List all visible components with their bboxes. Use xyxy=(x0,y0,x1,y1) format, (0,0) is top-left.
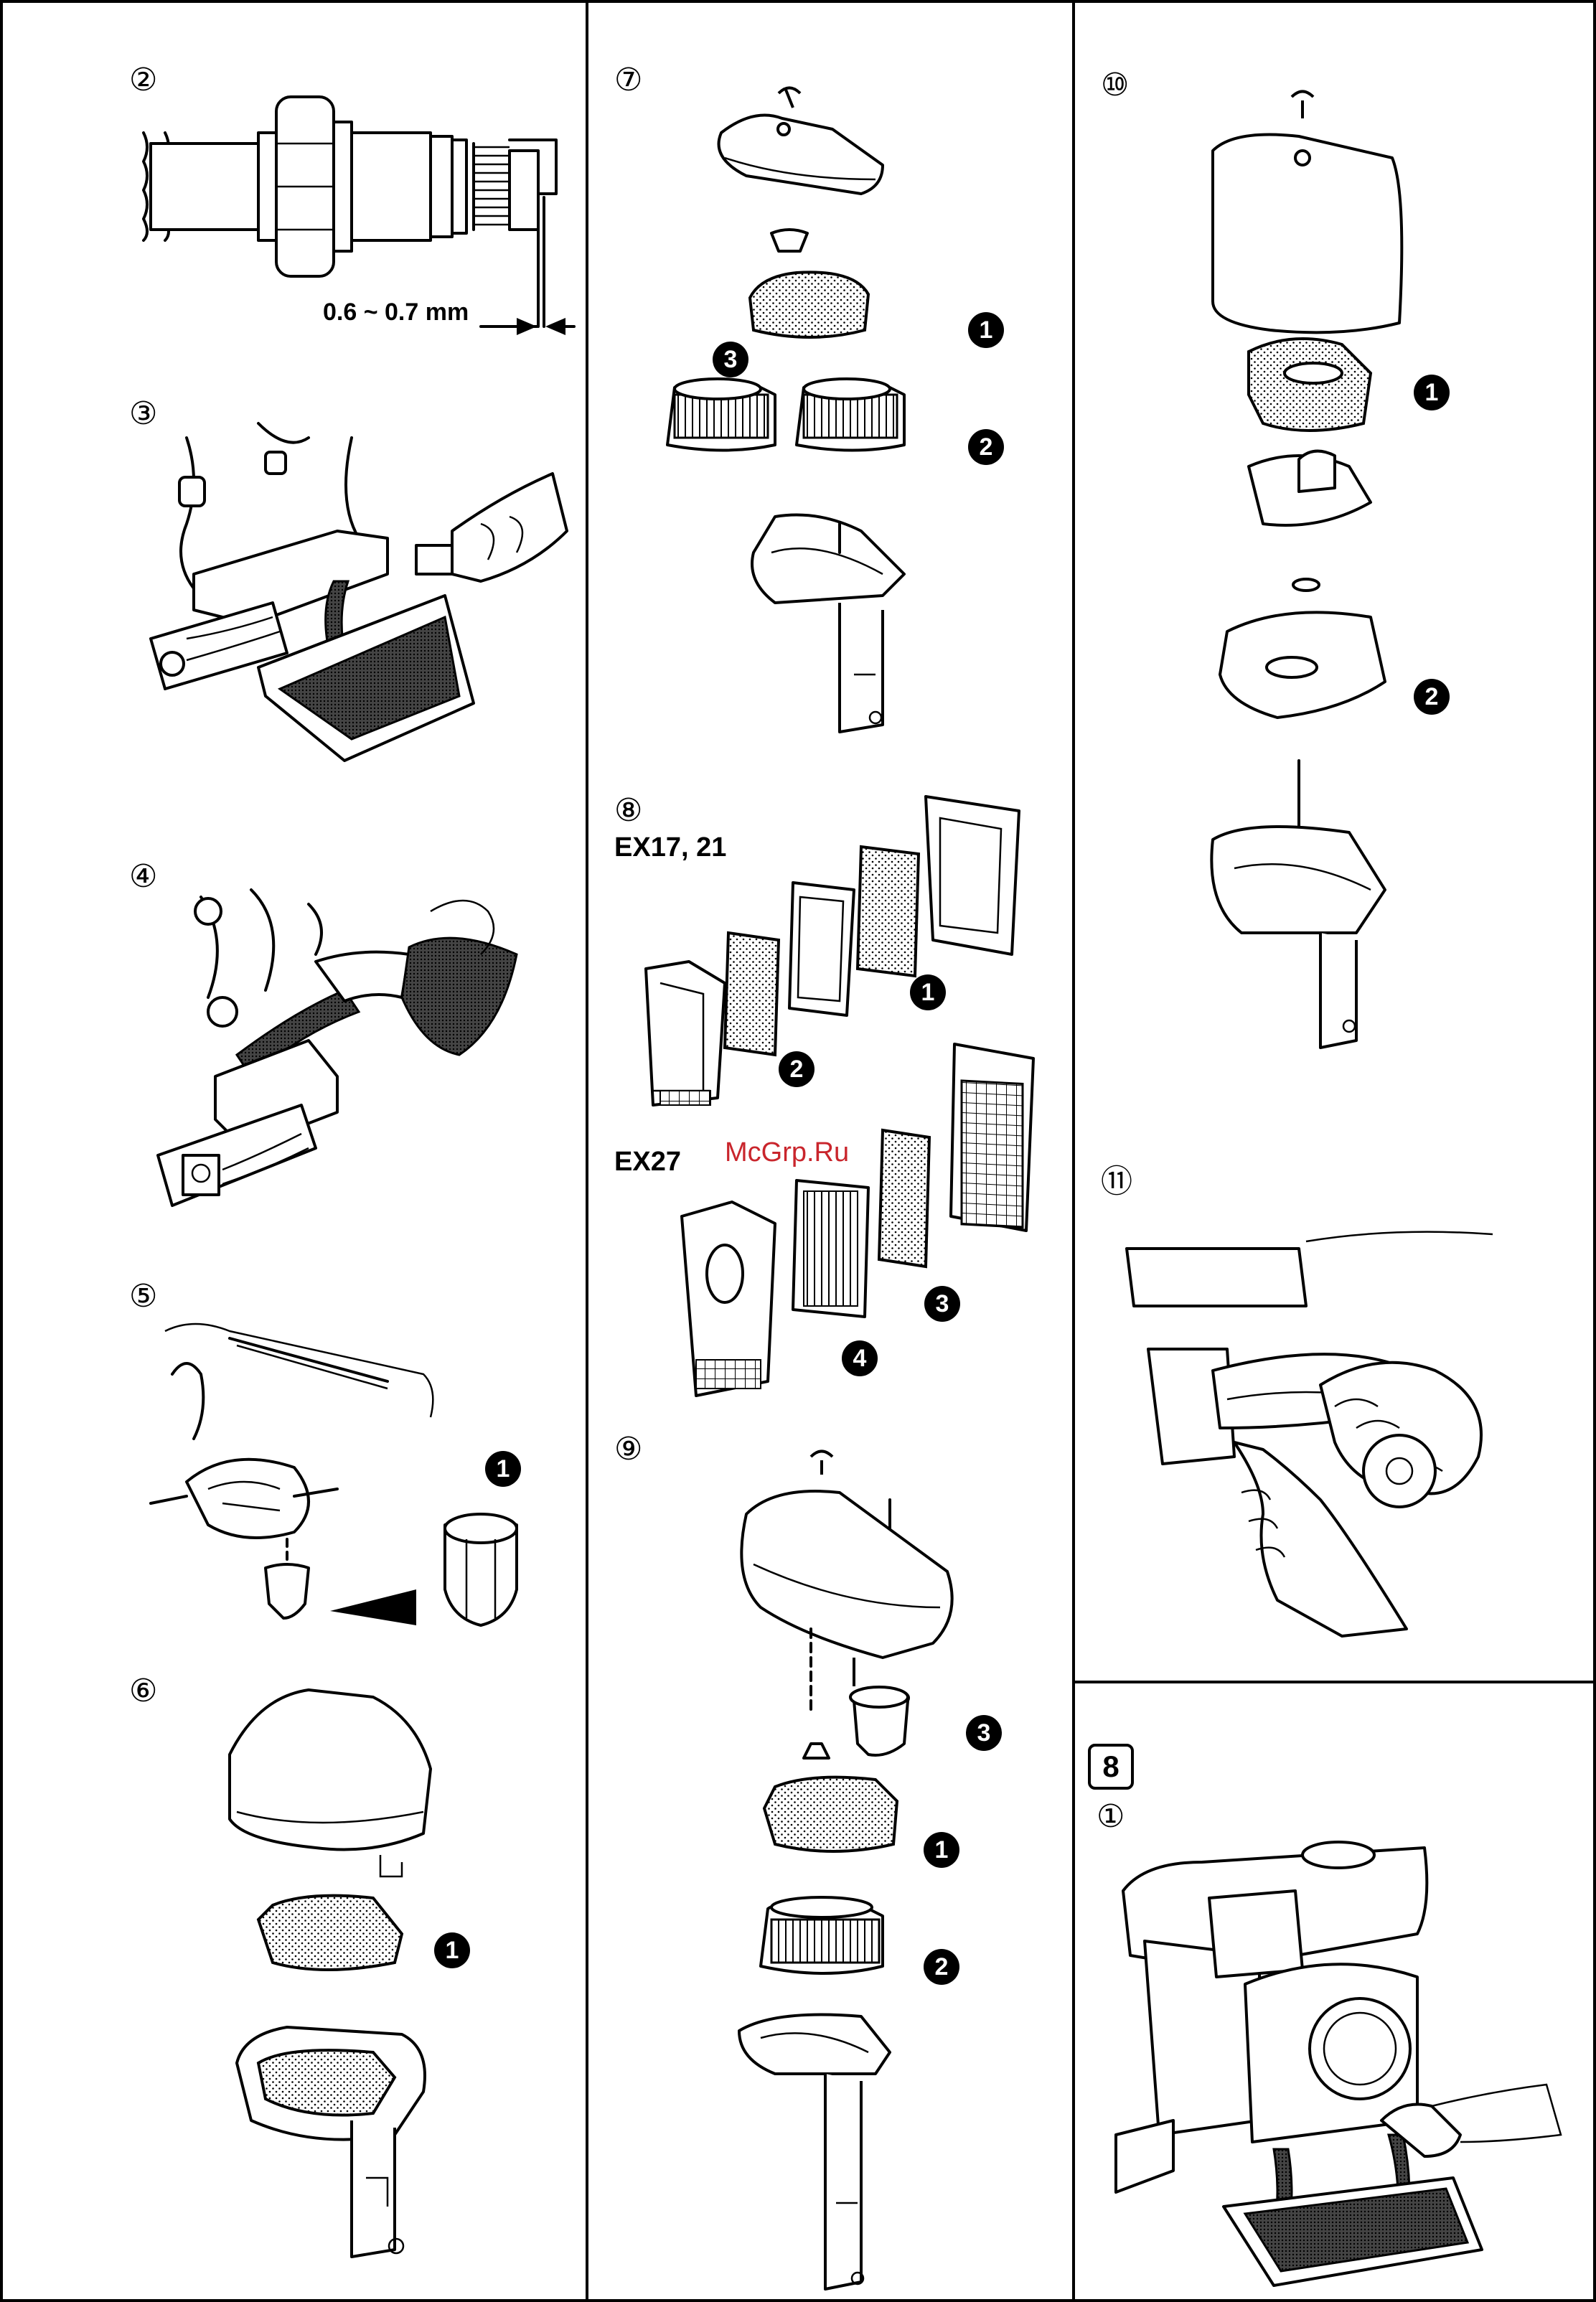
step-9-callout-1: 1 xyxy=(924,1832,959,1868)
oil-drain-illustration xyxy=(144,423,574,761)
column-divider-2 xyxy=(1072,0,1075,2302)
step-7-callout-3: 3 xyxy=(713,342,748,377)
step-6-marker: ⑥ xyxy=(129,1676,157,1707)
air-cleaner-cyclone-exploded-illustration xyxy=(732,1442,969,2296)
section-8-step-1-marker: ① xyxy=(1097,1801,1125,1833)
frame-border-top xyxy=(0,0,1596,3)
air-cleaner-double-element-illustration xyxy=(646,79,962,739)
air-cleaner-foam-exploded-illustration xyxy=(230,1690,438,2264)
watermark: McGrp.Ru xyxy=(725,1137,849,1168)
step-10-callout-1: 1 xyxy=(1414,375,1450,410)
column-divider-1 xyxy=(586,0,588,2302)
step-10-callout-2: 2 xyxy=(1414,679,1450,715)
frame-border-left xyxy=(0,0,3,2302)
step-5-callout-1: 1 xyxy=(485,1451,521,1487)
engine-oil-drain-illustration xyxy=(1116,1833,1582,2293)
frame-border-right xyxy=(1593,0,1596,2302)
section-8-box: 8 xyxy=(1088,1744,1134,1790)
step-6-callout-1: 1 xyxy=(434,1932,470,1968)
step-8-model-label-ex27: EX27 xyxy=(614,1148,681,1175)
air-cleaner-semi-dry-exploded-illustration xyxy=(1198,86,1407,1048)
step-7-callout-1: 1 xyxy=(968,312,1004,348)
step-7-marker: ⑦ xyxy=(614,65,642,96)
step-5-marker: ⑤ xyxy=(129,1281,157,1312)
gap-measurement-label: 0.6 ~ 0.7 mm xyxy=(323,300,469,324)
step-9-callout-2: 2 xyxy=(924,1949,959,1985)
step-9-callout-3: 3 xyxy=(966,1715,1002,1751)
step-7-callout-2: 2 xyxy=(968,429,1004,465)
carburetor-cleaning-illustration xyxy=(1119,1213,1507,1636)
section-divider xyxy=(1072,1681,1596,1683)
step-11-marker: ⑪ xyxy=(1101,1166,1132,1198)
frame-border-bottom xyxy=(0,2299,1596,2302)
step-10-marker: ⑩ xyxy=(1101,70,1129,101)
oil-refill-funnel-illustration xyxy=(144,883,553,1213)
step-8-callout-3: 3 xyxy=(924,1286,960,1322)
step-8-callout-4: 4 xyxy=(842,1340,878,1376)
step-8-callout-1: 1 xyxy=(910,974,946,1010)
step-9-marker: ⑨ xyxy=(614,1434,642,1465)
